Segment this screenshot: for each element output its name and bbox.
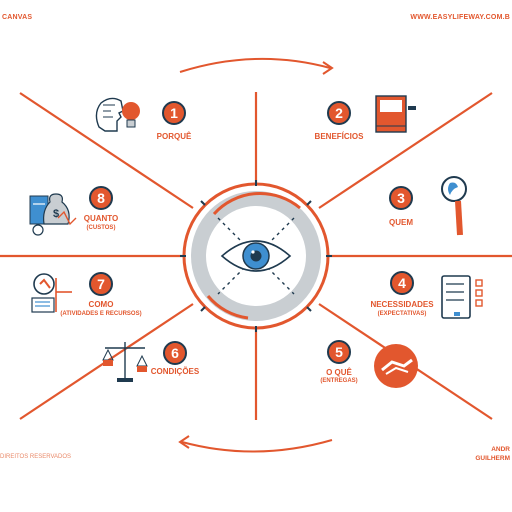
item-3-label: QUEM bbox=[389, 218, 413, 227]
line-top-left bbox=[19, 92, 194, 209]
item-7-sub: (ATIVIDADES E RECURSOS) bbox=[60, 311, 142, 317]
item-4-number: 4 bbox=[390, 271, 414, 295]
item-8-label: QUANTO bbox=[83, 214, 119, 223]
arrow-bottom bbox=[181, 439, 333, 453]
money-bag-icon: $ bbox=[29, 193, 77, 236]
item-2-number: 2 bbox=[327, 101, 351, 125]
magnifier-icon bbox=[441, 176, 467, 236]
item-1-label: PORQUÊ bbox=[156, 132, 192, 141]
author-credit: ANDR GUILHERM bbox=[475, 445, 510, 463]
item-5-label: O QUÊ bbox=[326, 368, 352, 377]
line-top-right bbox=[318, 92, 493, 209]
item-6-number: 6 bbox=[163, 341, 187, 365]
item-7-label: COMO bbox=[88, 300, 114, 309]
item-5-number: 5 bbox=[327, 340, 351, 364]
item-6-label: CONDIÇÕES bbox=[150, 367, 200, 376]
item-2-label: BENEFÍCIOS bbox=[314, 132, 364, 141]
canvas-title: CANVAS bbox=[2, 14, 33, 21]
eye-emblem bbox=[180, 180, 332, 332]
gears-icon bbox=[31, 273, 72, 313]
website-link[interactable]: WWW.EASYLIFEWAY.COM.B bbox=[410, 14, 510, 21]
handshake-icon bbox=[374, 344, 418, 388]
scales-icon bbox=[102, 342, 148, 382]
item-4-label: NECESSIDADES bbox=[370, 300, 434, 309]
svg-text:$: $ bbox=[53, 208, 59, 220]
item-3-number: 3 bbox=[389, 186, 413, 210]
item-1-number: 1 bbox=[162, 101, 186, 125]
head-bulb-icon bbox=[95, 97, 140, 132]
item-7-number: 7 bbox=[89, 272, 113, 296]
author-line-1: ANDR bbox=[491, 446, 510, 453]
copyright: DIREITOS RESERVADOS bbox=[0, 454, 72, 460]
book-icon bbox=[375, 95, 416, 133]
cycle-arrows bbox=[178, 57, 334, 453]
item-5-sub: (ENTREGAS) bbox=[320, 378, 358, 384]
checklist-icon bbox=[441, 275, 483, 319]
author-line-2: GUILHERM bbox=[475, 455, 510, 462]
item-8-sub: (CUSTOS) bbox=[86, 225, 116, 231]
item-8-number: 8 bbox=[89, 186, 113, 210]
arrow-top bbox=[179, 57, 331, 73]
item-4-sub: (EXPECTATIVAS) bbox=[377, 311, 427, 317]
